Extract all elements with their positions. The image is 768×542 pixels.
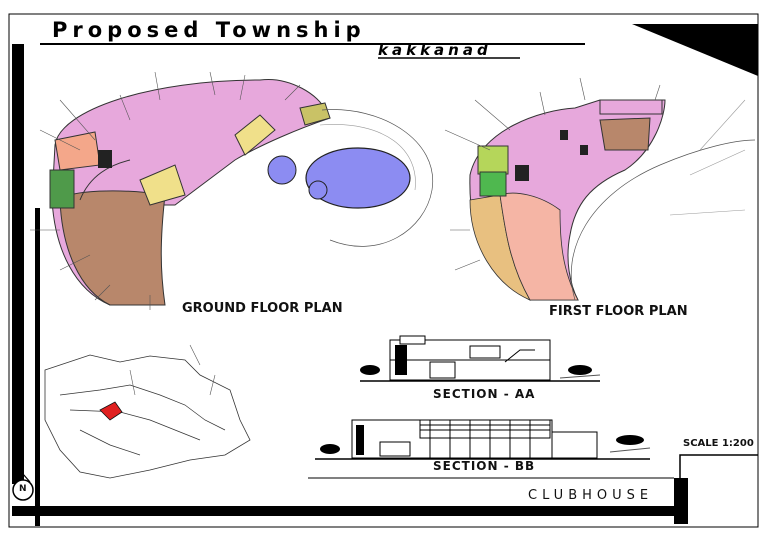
north-arrow-icon [12,473,34,501]
left-border-bar [12,44,24,484]
site-highlight [99,401,123,421]
left-inner-bar [35,208,40,526]
scale-box [679,454,758,478]
ground-floor-label: GROUND FLOOR PLAN [182,301,343,316]
pool-shape [305,147,411,209]
section-bb-label: SECTION - BB [433,459,536,473]
first-floor-label: FIRST FLOOR PLAN [549,304,688,319]
sheet-frame [8,13,759,528]
top-right-corner [632,24,758,76]
north-label: N [19,484,27,494]
first-floor-plan [444,77,756,301]
site-key-plan [44,344,251,479]
section-aa-label: SECTION - AA [433,387,536,401]
bottom-right-block [674,478,688,524]
section-bb [315,419,651,460]
ground-floor-plan [30,71,434,310]
section-aa [360,335,601,382]
scale-label: SCALE 1:200 [683,438,754,449]
sheet-title: Proposed Township [52,18,366,42]
project-name: CLUBHOUSE [528,488,654,503]
bottom-border-bar [12,506,688,516]
sheet-location: kakkanad [378,41,492,59]
